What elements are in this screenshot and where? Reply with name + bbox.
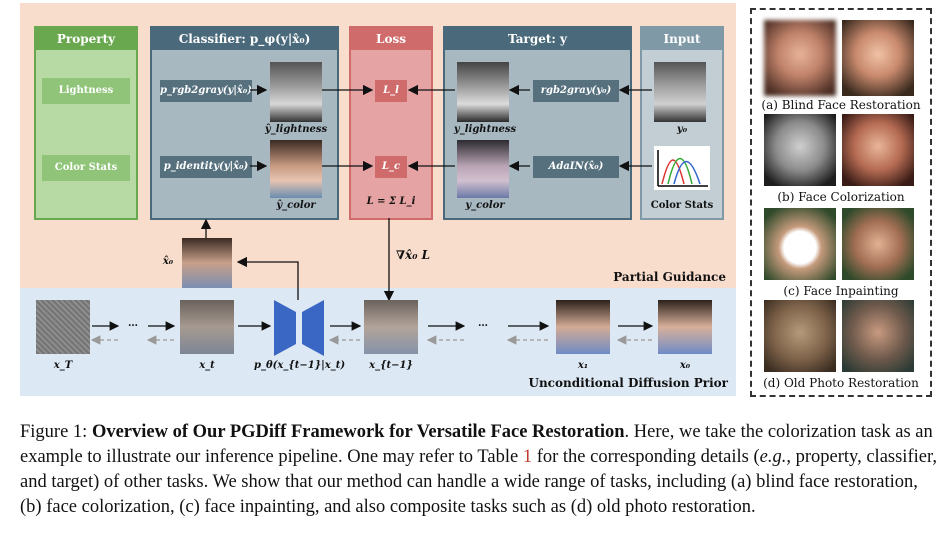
ellipsis-1: … <box>128 318 138 329</box>
face-x0-hat <box>182 238 232 288</box>
input-panel: Input y₀ Color Stats <box>640 26 724 220</box>
label-y-hat-lightness: ŷ_lightness <box>264 124 328 135</box>
node-xt: x_t <box>199 360 215 371</box>
caption-part2: for the corresponding details ( <box>532 447 760 467</box>
loss-sum: L = Σ L_i <box>366 196 416 207</box>
classifier-panel: Classifier: p_φ(y|x̂₀) p_rgb2gray(y|x̂₀)… <box>150 26 339 220</box>
face-lightness-target <box>457 62 509 122</box>
input-header: Input <box>642 28 722 50</box>
noisy-image-xt-1 <box>364 300 418 354</box>
image-x0 <box>658 300 712 354</box>
task-d-input <box>764 300 836 372</box>
color-stats-plot <box>654 146 710 190</box>
figure-caption: Figure 1: Overview of Our PGDiff Framewo… <box>20 420 940 520</box>
task-c-output <box>842 208 914 280</box>
property-lightness: Lightness <box>42 78 130 104</box>
loss-panel: Loss L_l L_c L = Σ L_i <box>349 26 433 220</box>
partial-guidance-label: Partial Guidance <box>613 270 726 284</box>
tasks-panel: (a) Blind Face Restoration (b) Face Colo… <box>750 8 932 397</box>
caption-prefix: Figure 1: <box>20 422 92 442</box>
face-input-gray <box>654 62 706 122</box>
task-a-output <box>842 20 914 96</box>
face-color-pred <box>270 140 322 198</box>
task-d-output <box>842 300 914 372</box>
property-color-stats: Color Stats <box>42 155 130 181</box>
image-x1 <box>556 300 610 354</box>
classifier-identity-box: p_identity(y|x̂₀) <box>160 156 252 178</box>
ellipsis-2: … <box>478 318 488 329</box>
classifier-header: Classifier: p_φ(y|x̂₀) <box>152 28 337 50</box>
task-c-input <box>764 208 836 280</box>
task-b-output <box>842 114 914 186</box>
caption-part3: , property, classifier, and target) of o… <box>20 447 938 517</box>
label-y-lightness: y_lightness <box>453 124 517 135</box>
face-lightness-pred <box>270 62 322 122</box>
loss-header: Loss <box>351 28 431 50</box>
loss-l-c: L_c <box>375 156 407 178</box>
table-ref-link[interactable]: 1 <box>522 447 533 467</box>
node-xT: x_T <box>53 360 73 371</box>
label-color-stats: Color Stats <box>650 200 714 211</box>
target-rgb2gray-box: rgb2gray(y₀) <box>533 80 619 102</box>
target-header: Target: y <box>445 28 630 50</box>
gradient-label: ∇x̂₀ L <box>396 248 431 262</box>
caption-part1: . Here, we take the colorization task as… <box>20 422 933 467</box>
label-y-color: y_color <box>465 200 505 211</box>
task-a-input <box>764 20 836 96</box>
diffusion-prior-label: Unconditional Diffusion Prior <box>528 376 728 390</box>
target-adain-box: AdaIN(x̂₀) <box>533 156 619 178</box>
task-d-caption: (d) Old Photo Restoration <box>763 376 919 390</box>
unet-label: p_θ(x_{t−1}|x_t) <box>254 360 346 371</box>
noisy-image-xt <box>180 300 234 354</box>
node-x1: x₁ <box>577 360 589 371</box>
loss-l-l: L_l <box>375 80 407 102</box>
label-y-hat-color: ŷ_color <box>276 200 316 211</box>
node-xt-1: x_{t−1} <box>369 360 413 371</box>
task-a-caption: (a) Blind Face Restoration <box>761 98 921 112</box>
noise-image-xT <box>36 300 90 354</box>
histogram-icon <box>657 150 708 187</box>
caption-eg: e.g. <box>759 447 787 467</box>
classifier-rgb2gray-box: p_rgb2gray(y|x̂₀) <box>160 80 252 102</box>
x0-hat-label: x̂₀ <box>162 256 174 267</box>
task-b-caption: (b) Face Colorization <box>777 190 905 204</box>
node-x0: x₀ <box>679 360 691 371</box>
target-panel: Target: y y_lightness rgb2gray(y₀) y_col… <box>443 26 632 220</box>
task-c-caption: (c) Face Inpainting <box>783 284 899 298</box>
property-header: Property <box>36 28 136 50</box>
face-color-target <box>457 140 509 198</box>
caption-title: Overview of Our PGDiff Framework for Ver… <box>91 422 625 442</box>
label-y0: y₀ <box>676 124 688 135</box>
task-b-input <box>764 114 836 186</box>
property-panel: Property Lightness Color Stats <box>34 26 138 220</box>
